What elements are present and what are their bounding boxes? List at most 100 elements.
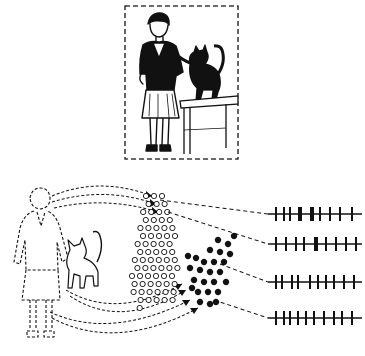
- neuron-open: [142, 216, 149, 224]
- neuron-open: [147, 280, 154, 288]
- neuron-open: [136, 272, 144, 280]
- neuron-open: [148, 208, 155, 216]
- neuron-open: [146, 288, 153, 296]
- neuron-open: [142, 240, 149, 248]
- neuron-open: [156, 208, 163, 216]
- neuron-active: [220, 258, 228, 266]
- neuron-active: [188, 284, 196, 292]
- neuron-open: [158, 240, 165, 248]
- neuron-open: [153, 224, 160, 232]
- neuron-open: [139, 256, 146, 264]
- neuron-open: [145, 224, 152, 232]
- photo-panel-frame: [124, 5, 239, 160]
- neuron-open: [166, 216, 173, 224]
- neuron-active: [206, 246, 214, 254]
- neuron-open: [137, 296, 144, 304]
- cat-outline: [66, 230, 103, 289]
- neuron-active: [216, 268, 224, 276]
- neuron-open: [174, 264, 181, 272]
- neuron-open: [160, 272, 168, 280]
- neuron-open: [166, 240, 173, 248]
- neuron-open: [161, 200, 168, 208]
- schematic-panel: [13, 185, 362, 338]
- neuron-open: [170, 288, 177, 296]
- neuron-open: [147, 232, 155, 240]
- neuron-active: [184, 252, 192, 260]
- neuron-active: [222, 278, 230, 286]
- neuron-open: [131, 280, 138, 288]
- neuron-open: [128, 272, 136, 280]
- neuron-open: [171, 256, 178, 264]
- neuron-open: [134, 240, 141, 248]
- spike-trains: [268, 207, 362, 325]
- neuron-open: [138, 288, 145, 296]
- neuron-open: [145, 296, 152, 304]
- neuron-open: [158, 192, 166, 200]
- neuron-open: [161, 248, 168, 256]
- neuron-open: [158, 264, 165, 272]
- photo-panel: [124, 5, 239, 160]
- neuron-open: [163, 280, 170, 288]
- woman-figure: [139, 12, 195, 152]
- neuron-active: [226, 250, 234, 258]
- neuron-active: [192, 254, 200, 262]
- neuron-active: [230, 232, 238, 240]
- neuron-active: [206, 300, 214, 308]
- neuron-active: [206, 268, 214, 276]
- readout-lines: [159, 199, 269, 319]
- neuron-open: [150, 264, 157, 272]
- neuron-open: [134, 264, 141, 272]
- neuron-open: [147, 256, 154, 264]
- neuron-open: [161, 224, 168, 232]
- neuron-open: [169, 224, 176, 232]
- neuron-open: [163, 232, 171, 240]
- neuron-active: [190, 276, 198, 284]
- neuron-open: [139, 232, 147, 240]
- neuron-open: [164, 208, 171, 216]
- neuron-open: [158, 216, 165, 224]
- neuron-open: [139, 280, 146, 288]
- neuron-open: [155, 280, 162, 288]
- neuron-open: [137, 248, 144, 256]
- neuron-active: [196, 298, 204, 306]
- neuron-open: [150, 192, 158, 200]
- neuron-open: [142, 264, 149, 272]
- neuron-open: [161, 296, 168, 304]
- neuron-active: [224, 240, 232, 248]
- neuron-active: [200, 278, 208, 286]
- neuron-active: [214, 236, 222, 244]
- neuron-active: [210, 258, 218, 266]
- neuron-active: [186, 264, 194, 272]
- neuron-open: [140, 208, 147, 216]
- table-figure: [179, 95, 239, 154]
- neuron-open: [169, 248, 176, 256]
- neuron-active: [210, 278, 218, 286]
- neuron-active: [200, 258, 208, 266]
- neuron-active: [194, 288, 202, 296]
- neuron-open: [137, 224, 144, 232]
- neuron-open: [144, 272, 152, 280]
- neuron-open: [163, 256, 170, 264]
- neuron-active: [196, 266, 204, 274]
- neuron-open: [142, 192, 150, 200]
- neuron-open: [155, 256, 162, 264]
- neuron-open: [153, 248, 160, 256]
- cat-figure: [188, 44, 225, 102]
- neuron-active: [204, 288, 212, 296]
- neuron-active: [212, 298, 220, 306]
- neuron-open: [169, 296, 176, 304]
- neuron-open: [150, 216, 157, 224]
- neuron-open: [166, 264, 173, 272]
- neuron-open: [150, 240, 157, 248]
- neuron-open: [155, 232, 163, 240]
- neuron-active: [216, 248, 224, 256]
- neuron-open: [171, 280, 178, 288]
- neuron-open: [154, 288, 161, 296]
- woman-outline: [13, 187, 69, 338]
- neuron-open: [168, 272, 176, 280]
- neuron-open: [131, 256, 138, 264]
- neuron-active: [214, 288, 222, 296]
- neuron-open: [152, 272, 160, 280]
